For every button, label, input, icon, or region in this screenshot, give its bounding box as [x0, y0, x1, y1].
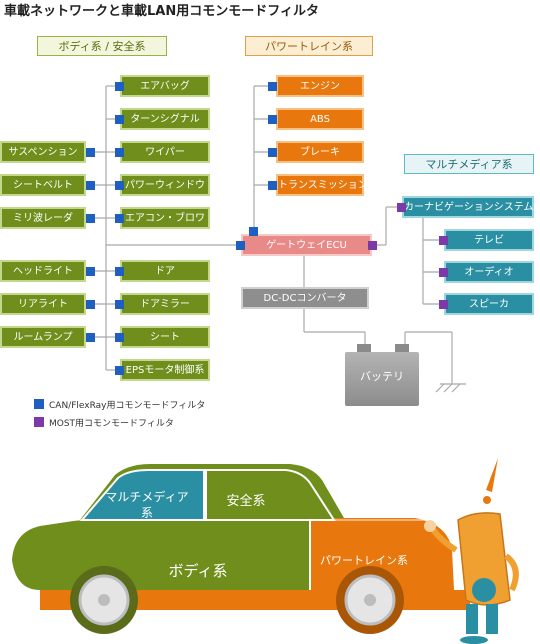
- car-multimedia-label-line1: マルチメディア: [105, 490, 189, 504]
- node-aircon-blower: エアコン・ブロワ: [120, 207, 210, 229]
- car-powertrain-label: パワートレイン系: [320, 554, 408, 567]
- node-brake: ブレーキ: [276, 141, 364, 163]
- node-turn-signal: ターンシグナル: [120, 108, 210, 130]
- battery-label: バッテリ: [360, 370, 404, 383]
- node-gateway-ecu: ゲートウェイECU: [241, 234, 372, 256]
- node-seat: シート: [120, 326, 210, 348]
- node-wiper: ワイパー: [120, 141, 210, 163]
- node-headlight: ヘッドライト: [0, 260, 86, 282]
- legend-can-label: CAN/FlexRay用コモンモードフィルタ: [49, 401, 206, 411]
- can-filter-marker: [86, 148, 95, 157]
- page-title: 車載ネットワークと車載LAN用コモンモードフィルタ: [4, 4, 319, 19]
- most-filter-marker: [439, 236, 448, 245]
- body-safety-header: ボディ系 / 安全系: [37, 36, 167, 56]
- most-filter-marker: [397, 203, 406, 212]
- node-car-navigation: カーナビゲーションシステム: [402, 196, 534, 218]
- node-abs: ABS: [276, 108, 364, 130]
- legend-most-label: MOST用コモンモードフィルタ: [49, 419, 174, 429]
- node-dcdc-converter: DC-DCコンバータ: [241, 287, 369, 309]
- car-illustration: [12, 458, 519, 644]
- legend: CAN/FlexRay用コモンモードフィルタ MOST用コモンモードフィルタ: [34, 398, 274, 430]
- node-seatbelt: シートベルト: [0, 174, 86, 196]
- can-filter-marker: [268, 82, 277, 91]
- node-eps-motor: EPSモータ制御系: [120, 359, 210, 381]
- node-room-lamp: ルームランプ: [0, 326, 86, 348]
- powertrain-header: パワートレイン系: [245, 36, 373, 56]
- can-filter-marker: [268, 148, 277, 157]
- can-filter-marker: [268, 181, 277, 190]
- can-filter-marker: [115, 300, 124, 309]
- can-filter-marker: [115, 366, 124, 375]
- can-filter-marker: [86, 214, 95, 223]
- legend-most-swatch: [34, 417, 44, 427]
- can-filter-marker: [86, 181, 95, 190]
- car-body-label: ボディ系: [168, 562, 228, 580]
- legend-can-swatch: [34, 399, 44, 409]
- node-suspension: サスペンション: [0, 141, 86, 163]
- can-filter-marker: [268, 115, 277, 124]
- battery: バッテリ: [345, 344, 419, 406]
- car-multimedia-label-line2: 系: [140, 506, 153, 520]
- node-engine: エンジン: [276, 75, 364, 97]
- can-filter-marker: [115, 214, 124, 223]
- can-filter-marker: [86, 300, 95, 309]
- can-filter-marker: [249, 227, 258, 236]
- node-airbag: エアバッグ: [120, 75, 210, 97]
- can-filter-marker: [115, 333, 124, 342]
- node-door: ドア: [120, 260, 210, 282]
- node-power-window: パワーウィンドウ: [120, 174, 210, 196]
- node-speaker: スピーカ: [444, 293, 534, 315]
- node-tv: テレビ: [444, 229, 534, 251]
- node-mm-wave-radar: ミリ波レーダ: [0, 207, 86, 229]
- can-filter-marker: [115, 82, 124, 91]
- can-filter-marker: [115, 115, 124, 124]
- can-filter-marker: [236, 241, 245, 250]
- mascot-figure: [424, 458, 519, 644]
- can-filter-marker: [115, 267, 124, 276]
- can-filter-marker: [115, 148, 124, 157]
- node-door-mirror: ドアミラー: [120, 293, 210, 315]
- multimedia-header: マルチメディア系: [404, 154, 534, 174]
- car-safety-label: 安全系: [226, 494, 266, 509]
- most-filter-marker: [368, 241, 377, 250]
- most-filter-marker: [439, 300, 448, 309]
- car-multimedia-label: マルチメディア 系: [104, 489, 190, 521]
- can-filter-marker: [86, 267, 95, 276]
- node-rearlight: リアライト: [0, 293, 86, 315]
- most-filter-marker: [439, 268, 448, 277]
- can-filter-marker: [86, 333, 95, 342]
- can-filter-marker: [115, 181, 124, 190]
- node-audio: オーディオ: [444, 261, 534, 283]
- node-transmission: トランスミッション: [276, 174, 368, 196]
